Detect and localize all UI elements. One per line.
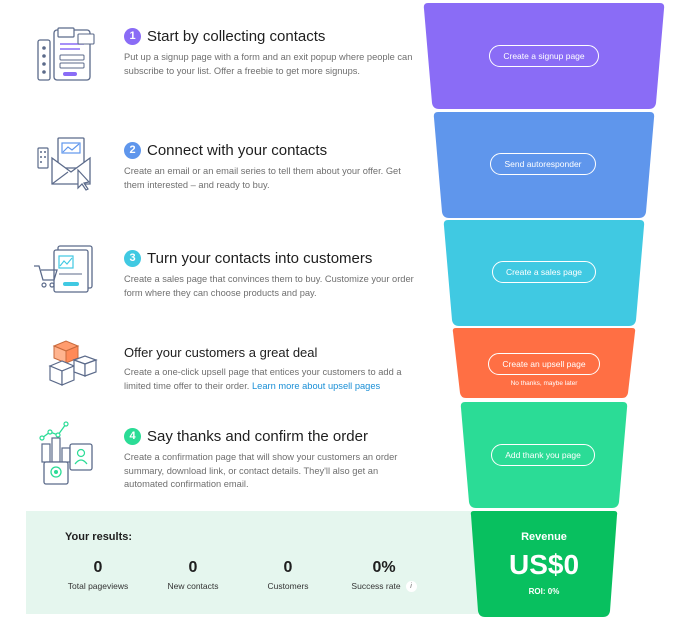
product-boxes-icon [30,334,100,404]
step-collect-contacts: 1 Start by collecting contacts Put up a … [0,22,430,102]
create-sales-page-button[interactable]: Create a sales page [492,261,596,283]
results-panel: Your results: 0 Total pageviews 0 New co… [26,511,478,614]
step-number-badge: 2 [124,141,141,159]
add-thank-you-page-button[interactable]: Add thank you page [491,444,595,466]
no-thanks-link[interactable]: No thanks, maybe later [510,380,578,387]
metric-success-rate: 0% Success rate i [344,559,424,593]
funnel-stage-shape [452,328,636,398]
step-title: Start by collecting contacts [147,27,326,45]
step-title: Turn your contacts into customers [147,249,373,267]
step-description: Create a one-click upsell page that enti… [124,366,424,393]
signup-form-icon [30,24,100,94]
send-autoresponder-button[interactable]: Send autoresponder [490,153,596,175]
step-title: Offer your customers a great deal [124,344,318,360]
metric-label-text: Success rate [351,581,401,591]
shopping-cart-icon [30,242,100,312]
step-number-badge: 3 [124,249,141,267]
metric-value: 0% [372,559,396,576]
step-number-badge: 4 [124,427,141,445]
metric-value: 0 [93,559,103,576]
step-description: Create an email or an email series to te… [124,166,401,190]
learn-more-upsell-link[interactable]: Learn more about upsell pages [251,380,381,391]
funnel-stage-autoresponder: Send autoresponder [432,112,656,218]
funnel-stage-shape [433,112,655,218]
revenue-shape [470,511,618,617]
metric-total-pageviews: 0 Total pageviews [58,559,138,591]
metric-value: 0 [188,559,198,576]
metric-label: New contacts [167,581,219,591]
revenue-panel: Revenue US$0 ROI: 0% [470,511,618,617]
create-signup-page-button[interactable]: Create a signup page [489,45,599,67]
step-title: Connect with your contacts [147,141,328,159]
email-envelope-icon [30,132,100,202]
create-upsell-page-button[interactable]: Create an upsell page [488,353,600,375]
metric-label: Success rate i [344,581,424,593]
metric-label: Customers [267,581,309,591]
roi-value: ROI: 0% [528,587,560,596]
step-description-text: Create a one-click upsell page that enti… [124,367,402,391]
step-number-badge: 1 [124,27,141,45]
step-connect-contacts: 2 Connect with your contacts Create an e… [0,130,430,210]
funnel-stage-upsell: Create an upsell page No thanks, maybe l… [452,328,636,398]
confirmation-certificate-icon [30,420,100,490]
info-icon[interactable]: i [405,581,417,593]
funnel-stage-shape [423,3,665,109]
step-contacts-to-customers: 3 Turn your contacts into customers Crea… [0,240,430,320]
step-title: Say thanks and confirm the order [147,427,368,445]
step-description: Put up a signup page with a form and an … [124,52,413,76]
metric-customers: 0 Customers [248,559,328,591]
results-title: Your results: [65,531,133,543]
metric-new-contacts: 0 New contacts [153,559,233,591]
revenue-label: Revenue [521,531,567,543]
step-thanks-confirm: 4 Say thanks and confirm the order Creat… [0,418,430,498]
revenue-value: US$0 [508,549,580,580]
step-description: Create a confirmation page that will sho… [124,452,398,489]
metric-label: Total pageviews [67,581,129,591]
step-upsell-offer: Offer your customers a great deal Create… [0,330,430,400]
funnel-stage-shape [443,220,645,326]
funnel-stage-thankyou: Add thank you page [459,402,629,508]
step-description: Create a sales page that convinces them … [124,274,414,298]
funnel-stage-sales: Create a sales page [442,220,646,326]
funnel-stage-signup: Create a signup page [422,3,666,109]
funnel-stage-shape [460,402,628,508]
metric-value: 0 [283,559,293,576]
